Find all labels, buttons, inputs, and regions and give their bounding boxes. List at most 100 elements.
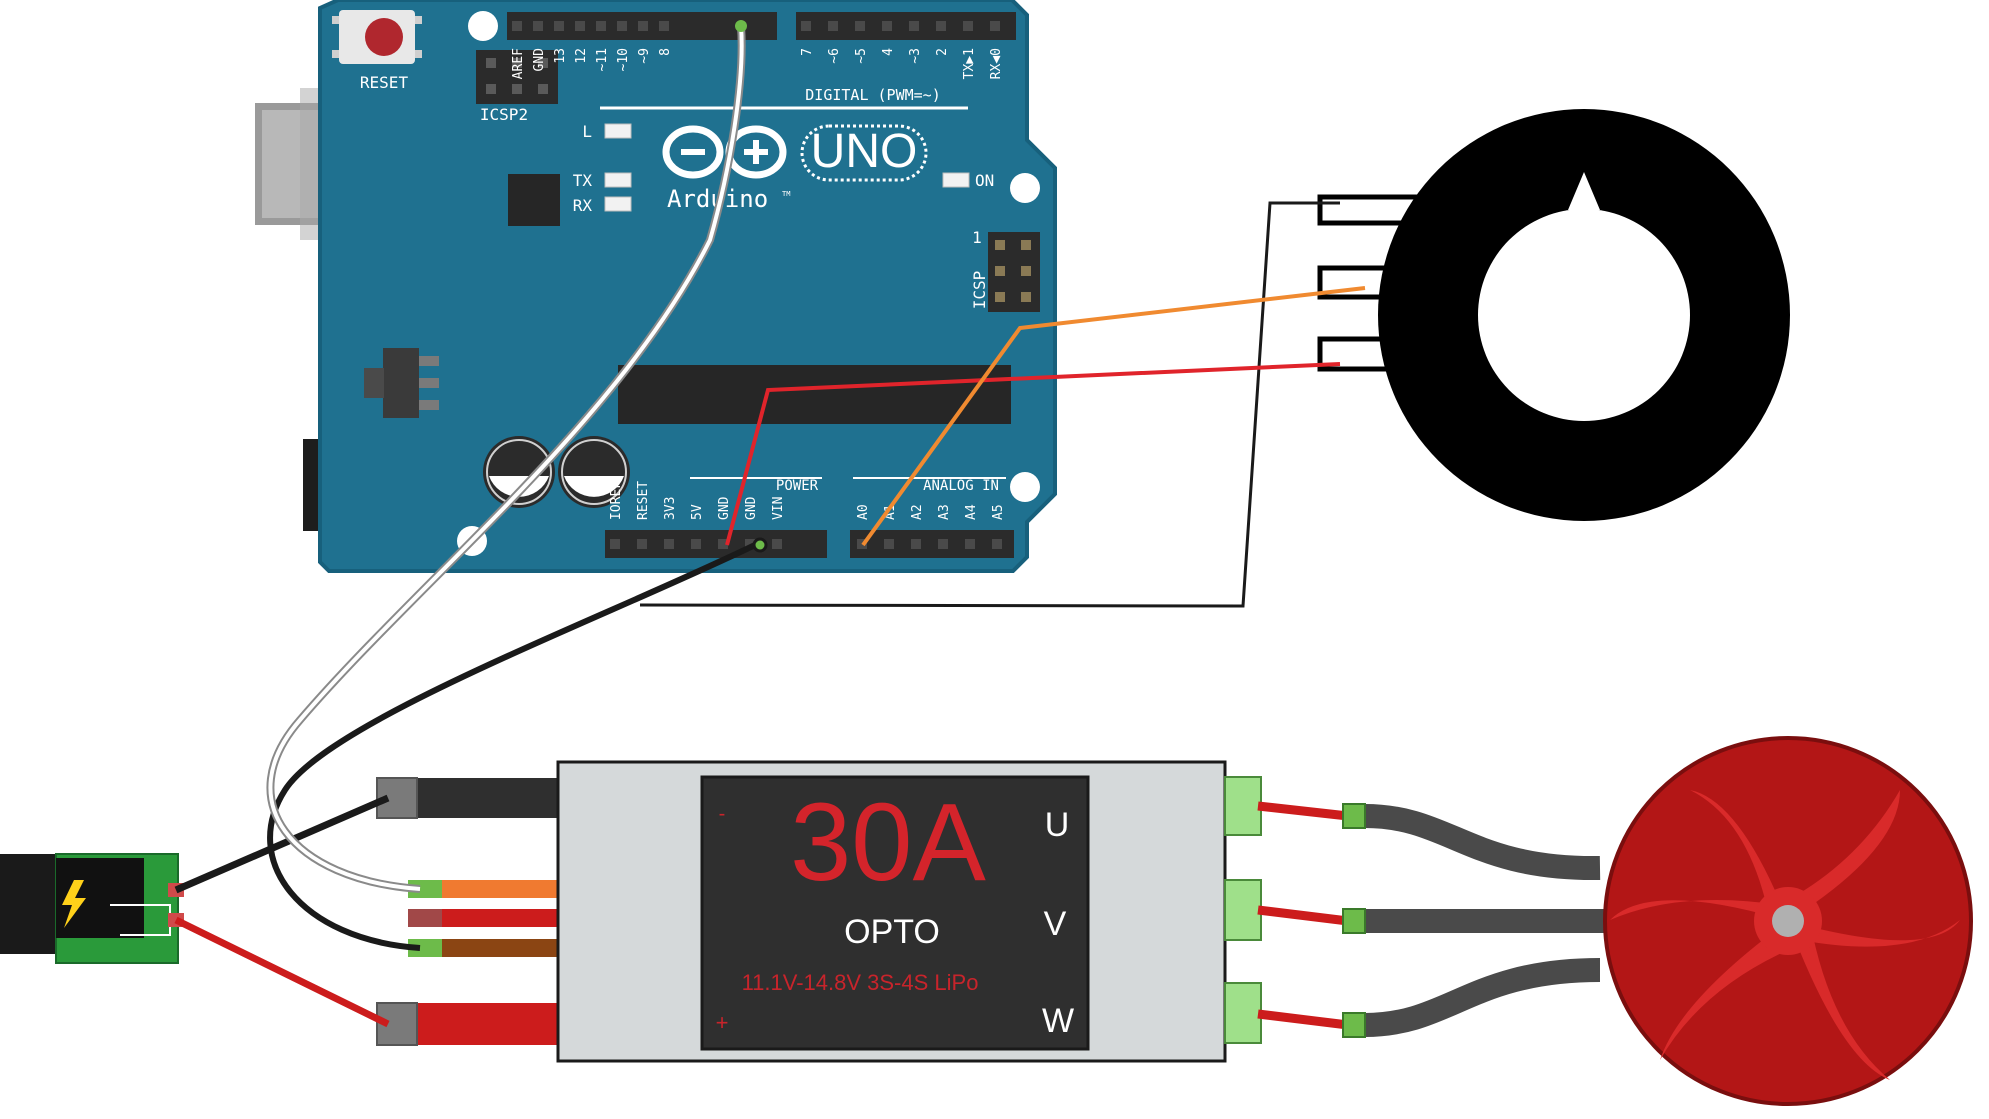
motor-wire-u [1364, 804, 1601, 881]
header-pin[interactable] [554, 21, 564, 31]
esc-power-lead [400, 1003, 560, 1045]
potentiometer [1317, 109, 1790, 521]
pin-label: VIN [771, 497, 786, 520]
pin-label: RX◀0 [989, 48, 1004, 79]
header-pin[interactable] [992, 539, 1002, 549]
wire-signal-gnd [267, 542, 757, 951]
header-pin[interactable] [718, 539, 728, 549]
led-rx [604, 196, 632, 212]
pin-label: ~10 [616, 48, 631, 71]
led-on-label: ON [975, 171, 994, 190]
header-pin[interactable] [638, 21, 648, 31]
esc-signal-lead [438, 880, 560, 898]
pin-label: 4 [881, 48, 896, 56]
wire-pot-gnd [639, 201, 1340, 608]
atmega-chip [618, 365, 1011, 424]
header-pin[interactable] [882, 21, 892, 31]
led-on [942, 172, 970, 188]
reset-label: RESET [360, 73, 409, 92]
wire-pot-wiper [861, 286, 1366, 547]
pin-label: A0 [856, 504, 871, 520]
pin-label: IOREF [609, 481, 624, 520]
header-pin[interactable] [828, 21, 838, 31]
mounting-hole [468, 11, 498, 41]
led-l-label: L [582, 122, 592, 141]
battery-connector [0, 853, 184, 964]
header-pin[interactable] [855, 21, 865, 31]
esc-minus: - [719, 803, 726, 825]
pin-label: A2 [910, 504, 925, 520]
motor-spokes [1610, 790, 1960, 1080]
wire-pot-5v [725, 362, 1341, 546]
pin-label: A1 [883, 504, 898, 520]
wire-gnd [174, 794, 390, 894]
usb-chip [508, 174, 560, 226]
header-pin[interactable] [990, 21, 1000, 31]
pin-label: ~6 [827, 48, 842, 64]
icsp-pin1-label: 1 [972, 228, 982, 247]
pin-label: ~3 [908, 48, 923, 64]
analog-header [850, 530, 1014, 558]
lightning-bolt-icon [62, 880, 86, 928]
header-pin[interactable] [911, 539, 921, 549]
esc-ground-lead [400, 778, 560, 818]
pin-label: GND [532, 48, 547, 72]
pin-label: RESET [636, 481, 651, 520]
header-pin[interactable] [617, 21, 627, 31]
header-pin[interactable] [938, 539, 948, 549]
reset-button[interactable] [332, 10, 422, 64]
header-pin[interactable] [610, 539, 620, 549]
header-pin[interactable] [936, 21, 946, 31]
esc-phase-w: W [1042, 1002, 1074, 1040]
header-pin[interactable] [664, 539, 674, 549]
power-header-label: POWER [776, 478, 819, 494]
phase-connector [1224, 879, 1262, 941]
esc-label-panel [700, 775, 1090, 1051]
header-pin[interactable] [772, 539, 782, 549]
header-pin[interactable] [965, 539, 975, 549]
wire-power [174, 916, 390, 1028]
pin-label: GND [717, 496, 732, 520]
pin-label: 13 [553, 48, 568, 64]
pin-label: ~5 [854, 48, 869, 64]
capacitor [558, 436, 630, 508]
esc-plus: + [716, 1010, 729, 1035]
pin-label: TX▶1 [962, 48, 977, 79]
brushless-motor-icon [1257, 736, 1973, 1106]
header-pin[interactable] [575, 21, 585, 31]
header-pin[interactable] [637, 539, 647, 549]
header-pin[interactable] [909, 21, 919, 31]
led-tx-label: TX [573, 171, 593, 190]
pin-label: ~9 [637, 48, 652, 64]
esc-controller: 30A OPTO 11.1V-14.8V 3S-4S LiPo - + U V … [376, 760, 1262, 1063]
pin-label: 12 [574, 48, 589, 64]
digital-header-label: DIGITAL (PWM=~) [805, 86, 940, 104]
pin-label: A4 [964, 504, 979, 520]
esc-phase-u: U [1045, 806, 1070, 844]
header-pin[interactable] [691, 539, 701, 549]
led-l [604, 123, 632, 139]
esc-rating: 30A [790, 781, 986, 904]
esc-type: OPTO [844, 913, 940, 951]
icsp-label: ICSP [970, 271, 989, 310]
header-pin[interactable] [596, 21, 606, 31]
pin-label: 7 [800, 48, 815, 56]
header-pin[interactable] [659, 21, 669, 31]
esc-gnd-signal-lead [438, 939, 560, 957]
header-pin[interactable] [963, 21, 973, 31]
header-pin[interactable] [801, 21, 811, 31]
header-pin[interactable] [745, 539, 755, 549]
header-pin[interactable] [884, 539, 894, 549]
pin-label: 5V [690, 504, 705, 520]
led-rx-label: RX [573, 196, 593, 215]
header-pin[interactable] [533, 21, 543, 31]
mounting-hole [1010, 472, 1040, 502]
pin-label: ~11 [595, 48, 610, 71]
pin-label: A5 [991, 504, 1006, 520]
header-pin[interactable] [512, 21, 522, 31]
icsp2-header [476, 50, 558, 104]
motor-wire-w [1364, 958, 1601, 1037]
voltage-regulator [364, 348, 439, 418]
